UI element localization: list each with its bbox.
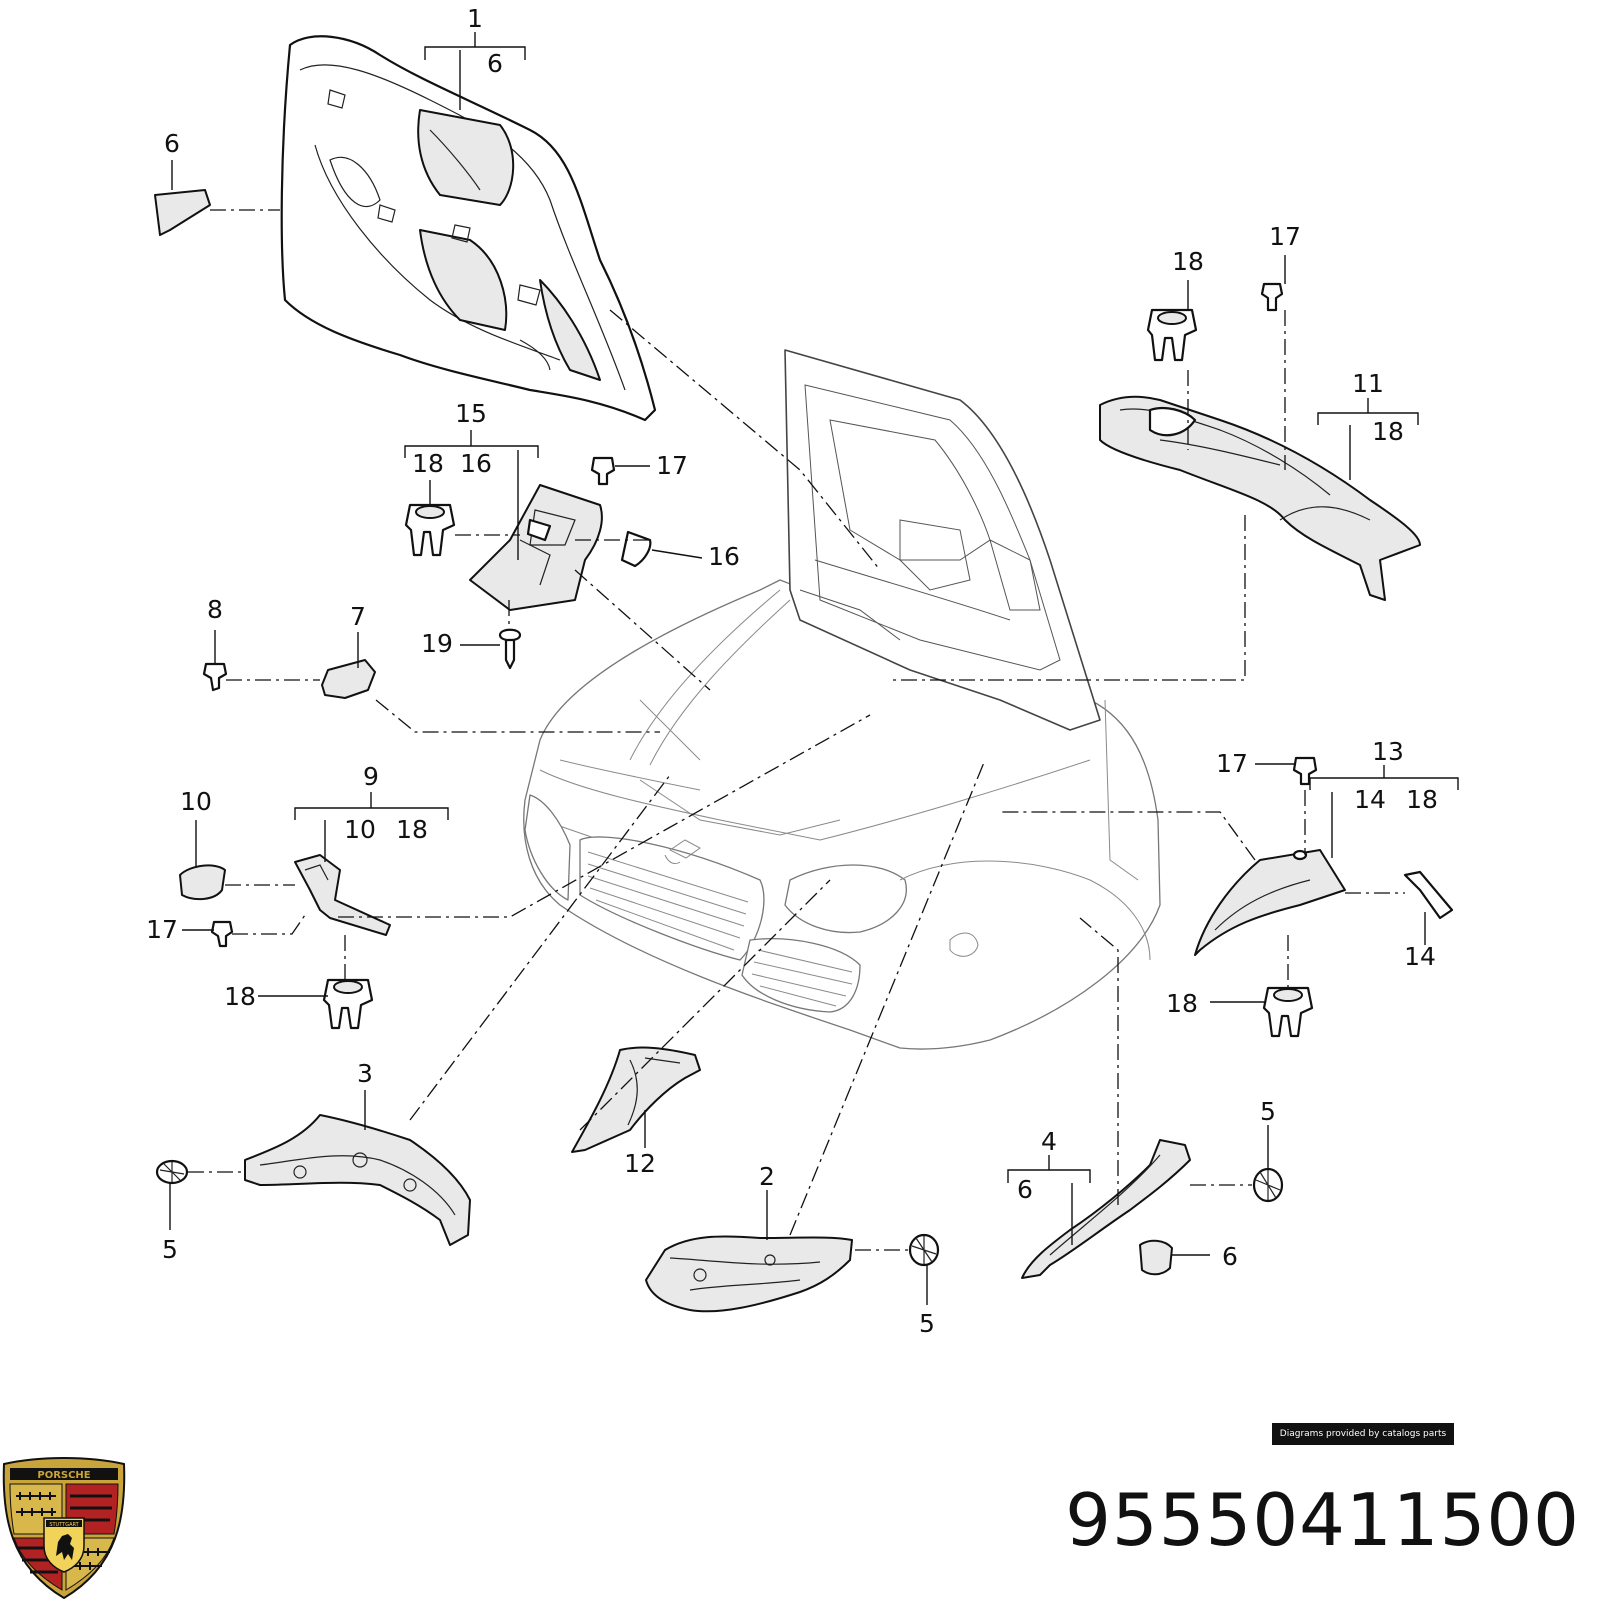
callout-8: 8 [207, 595, 223, 624]
screw-19 [498, 628, 522, 670]
shield-part-3 [244, 1114, 471, 1246]
callout-13: 13 [1372, 737, 1404, 766]
grommet-5-c [1252, 1167, 1284, 1203]
callout-11-sub: 18 [1372, 417, 1404, 446]
callout-17-b: 17 [656, 451, 688, 480]
clip-6-bottom [1139, 1239, 1173, 1276]
part-number: 95550411500 [1065, 1478, 1580, 1562]
callout-6-clip: 6 [164, 129, 180, 158]
callout-18-a: 18 [1172, 247, 1204, 276]
callout-9: 9 [363, 762, 379, 791]
bracket-part-15 [469, 484, 603, 611]
callout-17-d: 17 [1216, 749, 1248, 778]
callout-4-sub: 6 [1017, 1175, 1033, 1204]
panel-part-13 [1194, 849, 1346, 956]
clip-18-a [1146, 308, 1198, 362]
bracket-part-9 [294, 854, 391, 936]
callout-15: 15 [455, 399, 487, 428]
svg-text:STUTTGART: STUTTGART [49, 1522, 79, 1528]
shield-part-4 [1021, 1139, 1191, 1279]
diagram-credit-label: Diagrams provided by catalogs parts [1272, 1423, 1454, 1445]
open-hood [784, 349, 1101, 731]
callout-2: 2 [759, 1162, 775, 1191]
callout-11: 11 [1352, 369, 1384, 398]
callout-17-a: 17 [1269, 222, 1301, 251]
clip-16 [620, 530, 652, 568]
clip-14 [1403, 870, 1454, 920]
callout-13-sub-a: 14 [1354, 785, 1386, 814]
bracket-part-7 [321, 659, 376, 699]
callout-18-b: 18 [224, 982, 256, 1011]
svg-text:PORSCHE: PORSCHE [37, 1470, 90, 1481]
callout-15-sub-b: 16 [460, 449, 492, 478]
callout-19: 19 [421, 629, 453, 658]
clip-18-b [404, 503, 456, 557]
callout-1: 1 [467, 4, 483, 33]
callout-6-b: 6 [1222, 1242, 1238, 1271]
porsche-crest-logo: PORSCHE STUTTGART [2, 1457, 126, 1600]
clip-18-c [322, 978, 374, 1030]
callout-labels: 1 6 6 18 17 11 18 15 18 16 17 16 8 7 19 … [146, 4, 1438, 1338]
callout-12: 12 [624, 1149, 656, 1178]
callout-17-c: 17 [146, 915, 178, 944]
callout-5-a: 5 [162, 1235, 178, 1264]
clip-18-d [1262, 986, 1314, 1038]
callout-5-c: 5 [1260, 1097, 1276, 1126]
callout-9-sub-b: 18 [396, 815, 428, 844]
panel-part-11 [1099, 395, 1421, 601]
grommet-5-a [155, 1159, 189, 1185]
callout-15-sub-a: 18 [412, 449, 444, 478]
clip-6-top [154, 189, 211, 236]
leader-lines [169, 32, 1459, 1305]
hood-insulation-part-1 [280, 35, 657, 422]
callout-16: 16 [708, 542, 740, 571]
clip-10 [179, 864, 226, 901]
callout-4: 4 [1041, 1127, 1057, 1156]
screw-17-d [1292, 756, 1318, 786]
callout-1-sub: 6 [487, 49, 503, 78]
screw-17-b [590, 456, 616, 486]
callout-10: 10 [180, 787, 212, 816]
shield-part-2 [645, 1235, 853, 1313]
callout-9-sub-a: 10 [344, 815, 376, 844]
panel-part-12 [571, 1046, 701, 1153]
screw-17-c [210, 920, 234, 948]
grommet-5-b [908, 1233, 940, 1267]
callout-5-b: 5 [919, 1309, 935, 1338]
callout-14: 14 [1404, 942, 1436, 971]
callout-3: 3 [357, 1059, 373, 1088]
callout-13-sub-b: 18 [1406, 785, 1438, 814]
assembly-lines [188, 209, 1405, 1251]
screw-8 [202, 662, 228, 692]
screw-17-a [1260, 282, 1284, 312]
callout-18-c: 18 [1166, 989, 1198, 1018]
callout-7: 7 [350, 602, 366, 631]
